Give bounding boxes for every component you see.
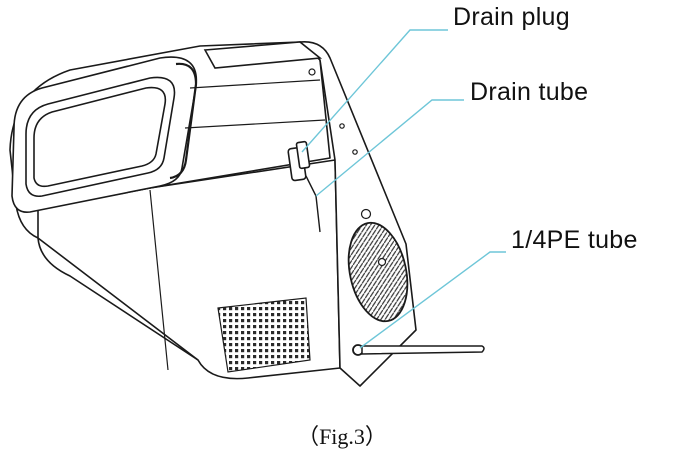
vent-grille xyxy=(217,297,311,373)
lid-window-inner xyxy=(33,86,167,188)
lid xyxy=(11,41,323,213)
leader-drain-plug xyxy=(301,29,448,153)
drain-plug xyxy=(287,140,311,182)
leader-pe-tube xyxy=(359,251,506,349)
drain-plug-label: Drain plug xyxy=(453,3,570,31)
leader-drain-tube xyxy=(315,99,464,197)
drain-tube-label: Drain tube xyxy=(470,78,589,106)
figure-caption: （Fig.3） xyxy=(297,424,387,449)
lid-window xyxy=(25,76,176,198)
fan-grill xyxy=(347,221,409,323)
lid-outer xyxy=(11,56,198,213)
pe-tube xyxy=(352,344,485,356)
lid-handle xyxy=(169,62,198,180)
pe-tube-label: 1/4PE tube xyxy=(511,226,638,254)
side-screws xyxy=(308,68,379,265)
leader-lines xyxy=(301,29,506,349)
